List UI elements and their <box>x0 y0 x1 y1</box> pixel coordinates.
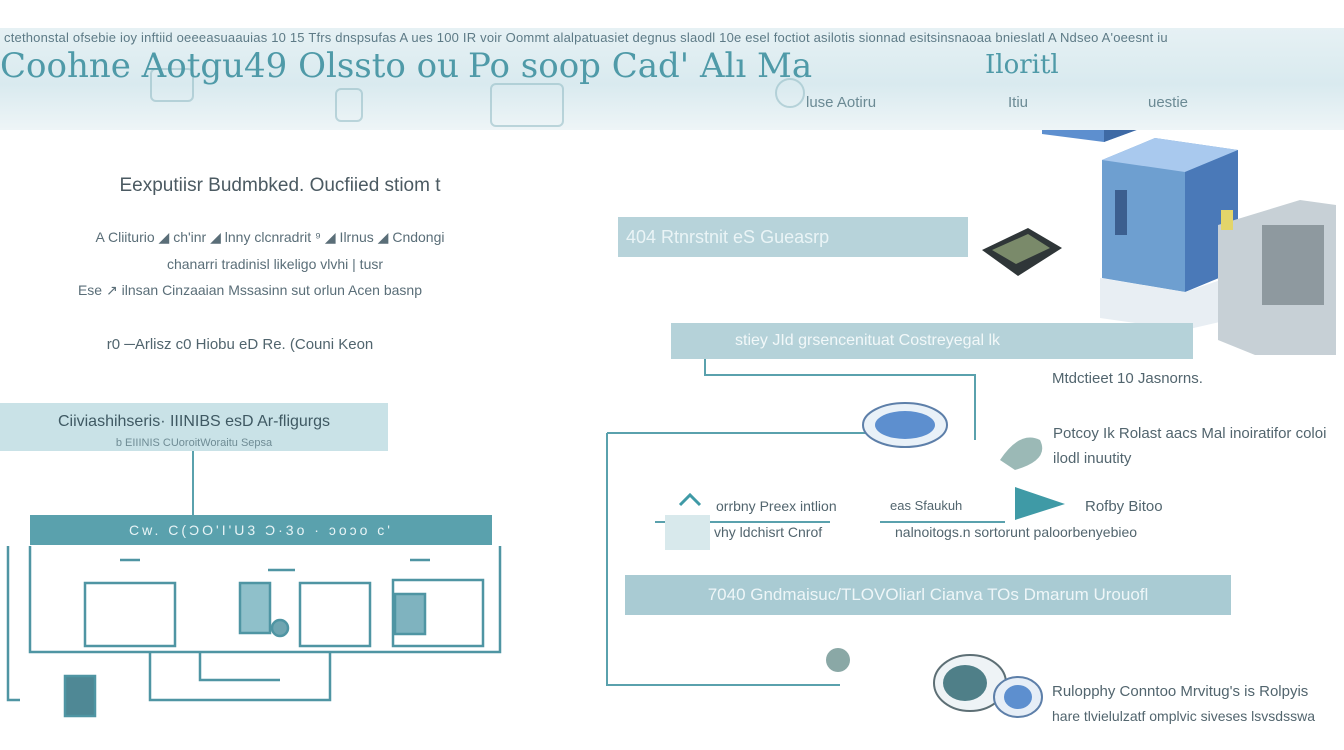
flow-label: Rulopphy Conntoo Mrvitug's is Rolpyis <box>1052 683 1309 700</box>
left-system-bar: Cw. C(ƆO'I'U3 Ɔ·3o · ɔoɔo c' <box>30 515 492 545</box>
flow-label: Rofby Bitoo <box>1085 498 1163 515</box>
capsule-device-illustration <box>826 402 1043 718</box>
left-process-box: Ciiviashihseris· IIINIBS esD Ar-fligurgs… <box>0 403 388 451</box>
left-feature-row: A Cliiturio ◢ ch'inr ◢ lnny clcnradrit ⁹… <box>95 229 445 245</box>
sketch-icon <box>150 68 194 102</box>
sketch-icon <box>490 83 564 127</box>
header-banner: ctethonstal ofsebie ioy inftiid oeeeasua… <box>0 28 1344 130</box>
left-subheading: r0 ─Arlisz c0 Hiobu eD Re. (Couni Keon <box>106 336 374 353</box>
right-step-box-1: 404 Rtnrstnit eS Gueasrp <box>618 217 968 257</box>
banner-title-mid: Po soop Cad' Alı Ma <box>468 46 813 86</box>
left-process-box-subtitle: b EIIINIS CUoroitWoraitu Sepsa <box>115 437 273 449</box>
sketch-icon <box>335 88 363 122</box>
flow-label: ilodl inuutity <box>1053 450 1132 467</box>
factory-machinery-illustration <box>6 546 502 718</box>
left-feature-row: Ese ↗ ilnsan Cinzaaian Mssasinn sut orlu… <box>77 282 423 298</box>
flow-label: orrbny Preex intlion <box>716 498 837 514</box>
right-step-box-3: 7040 Gndmaisuc/TLOVOliarl Cianva TOs Dma… <box>625 575 1231 615</box>
left-process-box-title: Ciiviashihseris· IIINIBS esD Ar-fligurgs <box>57 413 331 430</box>
banner-title-right: Iloritl <box>985 50 1059 80</box>
flow-lines <box>606 359 1005 686</box>
flow-label: nalnoitogs.n sortorunt paloorbenyebieo <box>895 524 1138 540</box>
left-section-title: Eexputiisr Budmbked. Oucfiied stiom t <box>119 175 441 196</box>
banner-title-left: Coohne Aotgu49 Olssto ou <box>0 46 460 86</box>
circuit-board-icon <box>982 228 1062 276</box>
flow-label: Potcoy Ik Rolast aacs Mal inoiratifor co… <box>1053 425 1327 442</box>
flow-label: Mtdctieet 10 Jasnorns. <box>1052 370 1203 387</box>
globe-icon <box>775 78 805 108</box>
banner-subtitle: Itiu <box>1008 94 1029 111</box>
left-feature-row: chanarri tradinisl likeligo vlvhi | tusr <box>166 256 384 272</box>
flow-label: eas Sfaukuh <box>890 498 963 513</box>
flow-label: vhy ldchisrt Cnrof <box>714 524 823 540</box>
arrow-right-icon <box>1015 487 1065 520</box>
right-step-box-2: stiey JId grsencenituat Costreyegal lk <box>671 323 1193 359</box>
banner-subtitle: uestie <box>1148 94 1189 111</box>
flow-label: hare tlvielulzatf omplvic siveses lsvsds… <box>1052 708 1315 724</box>
banner-text-strip: ctethonstal ofsebie ioy inftiid oeeeasua… <box>4 30 1168 45</box>
banner-subtitle: luse Aotiru <box>806 94 877 111</box>
